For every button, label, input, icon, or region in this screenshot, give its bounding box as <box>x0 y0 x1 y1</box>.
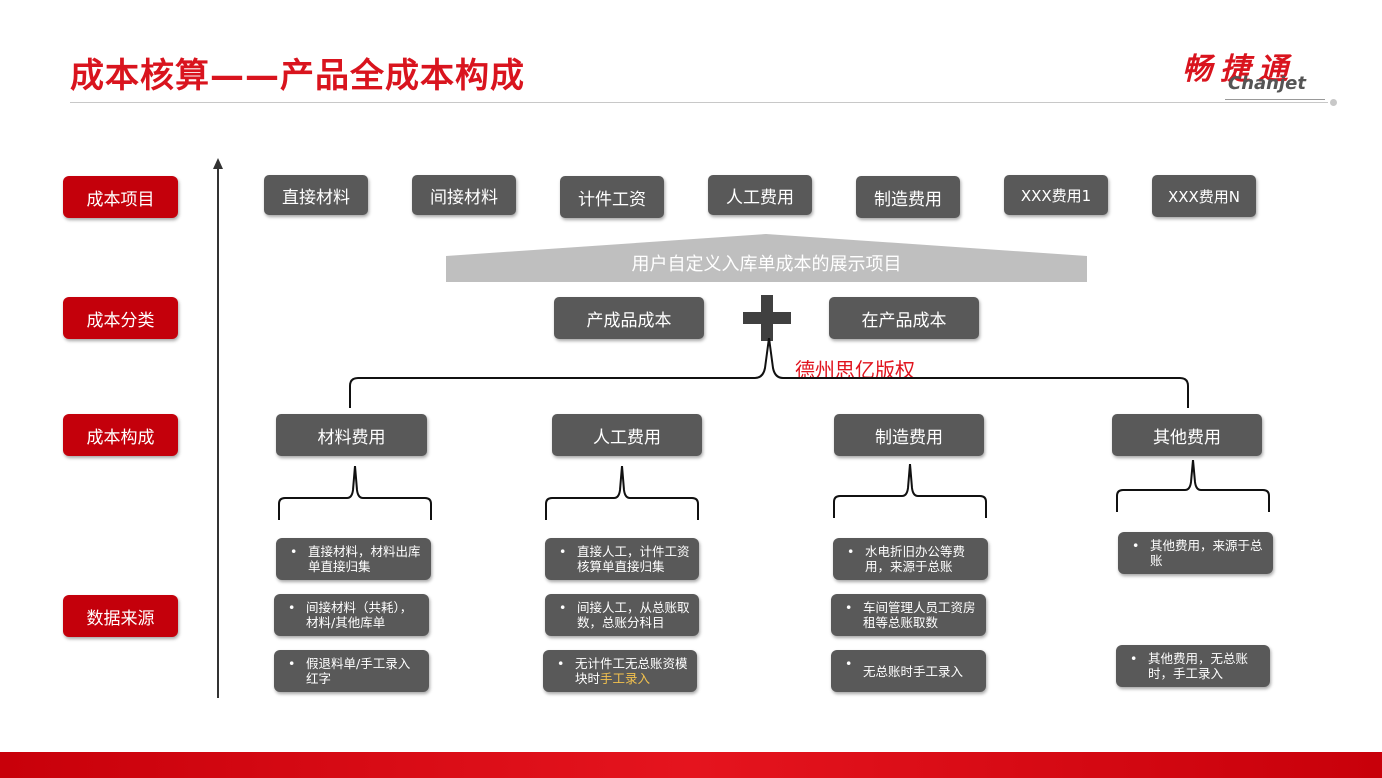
brace-composition <box>349 338 1189 408</box>
header-divider-dot <box>1330 99 1337 106</box>
manual-entry-highlight: 手工录入 <box>600 671 651 686</box>
cost-item-box: XXX费用1 <box>1004 175 1108 215</box>
source-item: 其他费用，来源于总账 <box>1118 532 1273 574</box>
row-label-data-source: 数据来源 <box>63 595 178 637</box>
footer-bar <box>0 752 1382 778</box>
brace-other <box>1116 460 1270 512</box>
plus-icon <box>743 295 791 341</box>
source-item: 直接材料，材料出库单直接归集 <box>276 538 431 580</box>
page-title: 成本核算——产品全成本构成 <box>70 56 525 96</box>
row-label-cost-composition: 成本构成 <box>63 414 178 456</box>
vertical-axis-arrow <box>213 158 223 698</box>
brace-labor <box>545 466 699 520</box>
composition-box: 人工费用 <box>552 414 702 456</box>
brace-material <box>278 466 432 520</box>
brace-manufacturing <box>833 464 987 518</box>
source-item: 无计件工无总账资模块时手工录入 <box>543 650 697 692</box>
source-item: 间接材料（共耗），材料/其他库单 <box>274 594 429 636</box>
banner-shape <box>446 234 1087 282</box>
source-item: 间接人工，从总账取数，总账分科目 <box>545 594 699 636</box>
banner-text: 用户自定义入库单成本的展示项目 <box>631 254 902 275</box>
source-text: 无计件工无总账资模块时 <box>575 656 688 686</box>
source-item: 无总账时手工录入 <box>831 650 986 692</box>
cost-item-box: 间接材料 <box>412 175 516 215</box>
composition-box: 材料费用 <box>276 414 427 456</box>
source-item: 假退料单/手工录入红字 <box>274 650 429 692</box>
cost-item-box: 人工费用 <box>708 175 812 215</box>
logo-cn: 畅捷通 <box>1182 52 1296 87</box>
source-item: 水电折旧办公等费用，来源于总账 <box>833 538 988 580</box>
header-divider <box>70 102 1328 103</box>
source-item: 车间管理人员工资房租等总账取数 <box>831 594 986 636</box>
cost-item-box: 直接材料 <box>264 175 368 215</box>
row-label-cost-category: 成本分类 <box>63 297 178 339</box>
cost-item-box: 制造费用 <box>856 176 960 218</box>
source-item: 直接人工，计件工资核算单直接归集 <box>545 538 699 580</box>
category-wip: 在产品成本 <box>829 297 979 339</box>
row-label-cost-items: 成本项目 <box>63 176 178 218</box>
logo-en: Chanjet <box>1228 73 1306 94</box>
composition-box: 其他费用 <box>1112 414 1262 456</box>
source-item: 其他费用，无总账时，手工录入 <box>1116 645 1270 687</box>
category-finished-product: 产成品成本 <box>554 297 704 339</box>
cost-item-box: 计件工资 <box>560 176 664 218</box>
cost-item-box: XXX费用N <box>1152 175 1256 217</box>
composition-box: 制造费用 <box>834 414 984 456</box>
logo-underline <box>1225 99 1325 100</box>
